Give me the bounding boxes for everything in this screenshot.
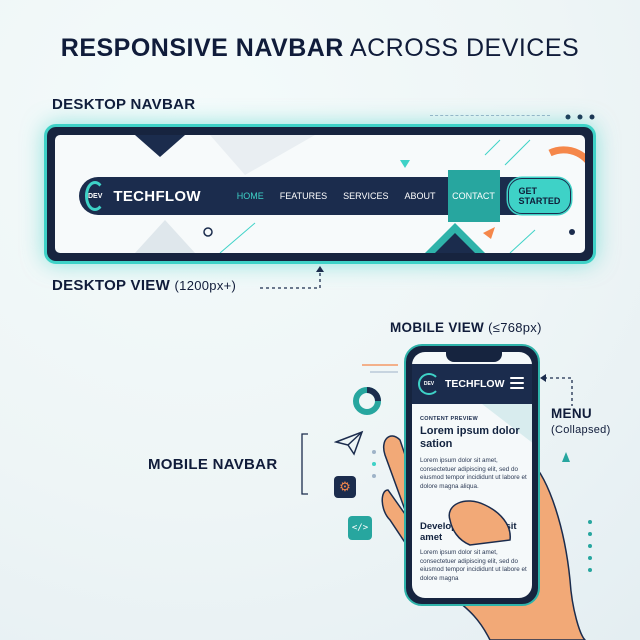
logo-icon[interactable]: DEV xyxy=(85,181,106,211)
decorative-shapes-right xyxy=(562,452,592,572)
nav-link-features[interactable]: FEATURES xyxy=(279,191,328,201)
get-started-button[interactable]: GET STARTED xyxy=(507,178,572,214)
content-paragraph: Lorem ipsum dolor sit amet, consectetuer… xyxy=(420,457,527,490)
bracket-decoration xyxy=(301,433,308,495)
decorative-dots xyxy=(564,108,600,126)
desktop-view-label: DESKTOP VIEW (1200px+) xyxy=(52,277,236,294)
brand-name[interactable]: TECHFLOW xyxy=(113,187,201,205)
logo-icon[interactable]: DEV xyxy=(418,373,440,395)
chart-icon xyxy=(353,387,381,415)
mobile-navbar-label: MOBILE NAVBAR xyxy=(148,456,278,473)
nav-link-home[interactable]: HOME xyxy=(236,191,264,201)
logo-text: DEV xyxy=(423,381,435,387)
nav-link-about[interactable]: ABOUT xyxy=(404,191,436,201)
content-heading: Lorem ipsum dolor sation xyxy=(420,425,520,450)
mobile-view-size: (≤768px) xyxy=(488,320,542,335)
nav-links: HOME FEATURES SERVICES ABOUT CONTACT xyxy=(236,170,508,222)
menu-label: MENU xyxy=(551,406,592,421)
desktop-view-size: (1200px+) xyxy=(174,278,237,293)
desktop-monitor: DEV TECHFLOW HOME FEATURES SERVICES ABOU… xyxy=(44,124,596,264)
mobile-view-text: MOBILE VIEW xyxy=(390,320,485,335)
desktop-screen: DEV TECHFLOW HOME FEATURES SERVICES ABOU… xyxy=(55,135,585,253)
gear-icon: ⚙ xyxy=(334,476,356,498)
menu-state-label: (Collapsed) xyxy=(551,424,611,436)
content-preview: CONTENT PREVIEW Lorem ipsum dolor sation… xyxy=(420,416,532,583)
decorative-dots-vertical xyxy=(372,450,376,478)
desktop-view-text: DESKTOP VIEW xyxy=(52,277,171,294)
mobile-phone: DEV TECHFLOW CONTENT PREVIEW Lorem ipsum… xyxy=(404,344,540,606)
title-bold: RESPONSIVE NAVBAR xyxy=(60,34,344,62)
nav-link-contact[interactable]: CONTACT xyxy=(447,170,500,222)
brand-name[interactable]: TECHFLOW xyxy=(445,378,505,390)
mobile-navbar: DEV TECHFLOW xyxy=(412,364,532,404)
code-icon: </> xyxy=(348,516,372,540)
mobile-view-label: MOBILE VIEW (≤768px) xyxy=(390,320,542,335)
hamburger-menu-icon[interactable] xyxy=(510,377,524,389)
logo-text: DEV xyxy=(88,192,103,200)
title-light: ACROSS DEVICES xyxy=(349,34,580,62)
menu-pointer-arrow-icon xyxy=(540,374,573,406)
paper-plane-icon xyxy=(334,430,364,456)
desktop-background-shapes xyxy=(135,135,585,253)
desktop-navbar: DEV TECHFLOW HOME FEATURES SERVICES ABOU… xyxy=(79,170,572,222)
page-title: RESPONSIVE NAVBAR ACROSS DEVICES xyxy=(0,34,640,63)
thumb-illustration xyxy=(448,500,511,546)
content-paragraph-2: Lorem ipsum dolor sit amet, consectetuer… xyxy=(420,549,527,582)
content-background-shape xyxy=(482,404,532,443)
decorative-line xyxy=(430,115,550,116)
desktop-pointer-arrow-icon xyxy=(260,266,324,289)
content-kicker: CONTENT PREVIEW xyxy=(420,416,478,422)
phone-screen: DEV TECHFLOW CONTENT PREVIEW Lorem ipsum… xyxy=(412,352,532,598)
desktop-navbar-label: DESKTOP NAVBAR xyxy=(52,96,196,113)
decorative-lines-left xyxy=(362,364,398,373)
nav-link-services[interactable]: SERVICES xyxy=(343,191,389,201)
phone-notch xyxy=(446,352,502,362)
